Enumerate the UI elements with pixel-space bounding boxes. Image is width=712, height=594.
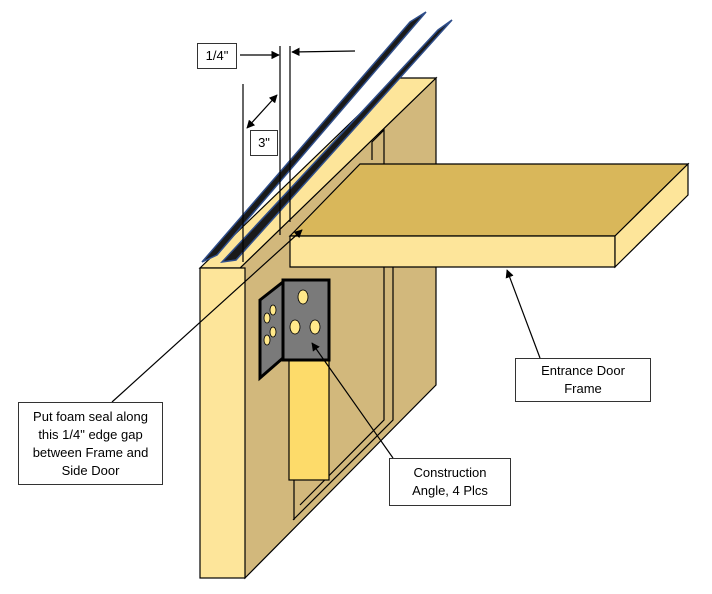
dimension-depth-label: 3": [250, 130, 278, 156]
dimension-gap-label: 1/4": [197, 43, 237, 69]
dimension-lines: [240, 46, 356, 262]
leader-lines: [111, 229, 541, 459]
frame-front-face: [199, 267, 246, 579]
construction-angle: [258, 278, 331, 382]
entrance-door-frame-callout: Entrance Door Frame: [515, 358, 651, 402]
foam-seal-callout: Put foam seal along this 1/4" edge gap b…: [18, 402, 163, 485]
construction-angle-callout: Construction Angle, 4 Plcs: [389, 458, 511, 506]
entrance-door-frame-board: [288, 162, 690, 269]
